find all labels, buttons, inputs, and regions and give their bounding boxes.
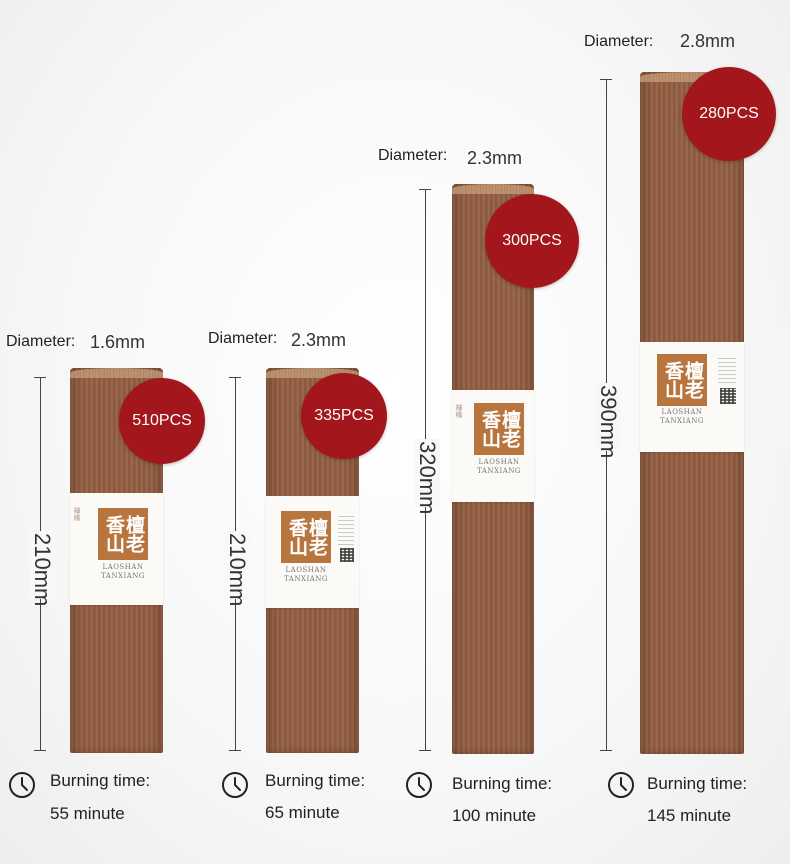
dimension-tick-bottom (600, 750, 612, 751)
clock-icon (222, 772, 248, 798)
diameter-value: 1.6mm (90, 332, 146, 352)
qr-code (720, 388, 736, 404)
burning-time-label: Burning time: (265, 771, 366, 790)
logo-box: 檀老香山 (98, 508, 148, 560)
bundle-top (70, 368, 163, 378)
brand-line-2: TANXIANG (101, 571, 145, 580)
bundle-top (266, 368, 359, 378)
brand-text: LAOSHAN TANXIANG (464, 458, 534, 476)
label-band: 禅缘 檀老香山 LAOSHAN TANXIANG (452, 390, 534, 502)
logo-box: 檀老香山 (281, 511, 331, 563)
burning-time-value: 55 minute (50, 804, 125, 823)
count-badge: 510PCS (119, 378, 205, 464)
logo-text: 檀老香山 (479, 410, 521, 448)
logo-text: 檀老香山 (103, 515, 145, 553)
brand-line-2: TANXIANG (284, 574, 328, 583)
dimension-tick-bottom (34, 750, 46, 751)
brand-line-1: LAOSHAN (285, 566, 327, 574)
burning-time-label: Burning time: (647, 774, 748, 793)
side-text: 禅缘 (455, 404, 463, 418)
diameter-value: 2.3mm (291, 330, 347, 350)
brand-line-1: LAOSHAN (661, 408, 703, 416)
dimension-tick-bottom (419, 750, 431, 751)
label-band: 檀老香山 LAOSHAN TANXIANG (266, 496, 359, 608)
logo-box: 檀老香山 (474, 403, 524, 455)
diameter-label: Diameter: (6, 333, 76, 350)
diameter-value: 2.8mm (680, 31, 736, 51)
diameter-label: Diameter: (208, 330, 278, 347)
brand-line-2: TANXIANG (660, 416, 704, 425)
side-text: 禅缘 (73, 507, 81, 521)
logo-text: 檀老香山 (662, 361, 704, 399)
label-band: 檀老香山 LAOSHAN TANXIANG (640, 342, 744, 452)
burning-time-value: 65 minute (265, 803, 340, 822)
clock-icon (9, 772, 35, 798)
clock-icon (608, 772, 634, 798)
brand-text: LAOSHAN TANXIANG (271, 566, 341, 584)
fine-print (718, 358, 736, 386)
diameter-value: 2.3mm (467, 148, 523, 168)
label-band: 禅缘 檀老香山 LAOSHAN TANXIANG (70, 493, 163, 605)
dimension-tick-bottom (229, 750, 241, 751)
clock-icon (406, 772, 432, 798)
brand-line-2: TANXIANG (477, 466, 521, 475)
logo-box: 檀老香山 (657, 354, 707, 406)
count-badge: 335PCS (301, 373, 387, 459)
bundle-top (640, 72, 744, 82)
burning-time-value: 145 minute (647, 806, 732, 825)
length-label: 390mm (595, 383, 621, 459)
incense-bundle: 禅缘 檀老香山 LAOSHAN TANXIANG (70, 368, 163, 753)
brand-text: LAOSHAN TANXIANG (647, 408, 717, 426)
diameter-label: Diameter: (378, 147, 448, 164)
count-badge: 280PCS (682, 67, 776, 161)
burning-time-label: Burning time: (452, 774, 553, 793)
bundle-top (452, 184, 534, 194)
burning-time-value: 100 minute (452, 806, 537, 825)
logo-text: 檀老香山 (286, 518, 328, 556)
qr-code (340, 548, 354, 562)
fine-print (338, 516, 354, 546)
diameter-label: Diameter: (584, 33, 654, 50)
count-badge: 300PCS (485, 194, 579, 288)
burning-time-label: Burning time: (50, 771, 151, 790)
brand-line-1: LAOSHAN (478, 458, 520, 466)
brand-line-1: LAOSHAN (102, 563, 144, 571)
brand-text: LAOSHAN TANXIANG (88, 563, 158, 581)
incense-bundle: 檀老香山 LAOSHAN TANXIANG (640, 72, 744, 754)
